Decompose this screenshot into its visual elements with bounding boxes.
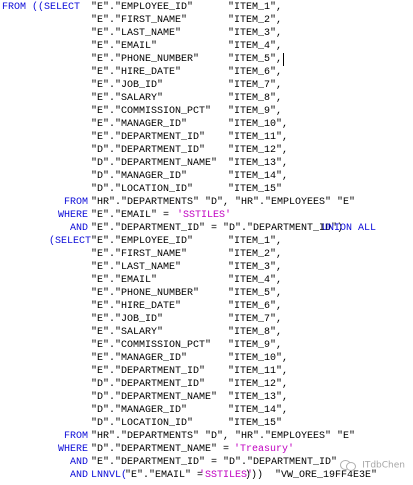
sql-text: "ITEM_1", (228, 2, 283, 13)
sql-text: "E"."MANAGER_ID" (91, 353, 188, 364)
sql-text: "E"."JOB_ID" (91, 80, 164, 91)
sql-text: "ITEM_3", (228, 28, 283, 39)
sql-text: "ITEM_6", (228, 67, 283, 78)
sql-text: "E"."LAST_NAME" (91, 262, 182, 273)
sql-text: "ITEM_12", (228, 379, 289, 390)
sql-text: "ITEM_14", (228, 171, 289, 182)
sql-text: "ITEM_8", (228, 93, 283, 104)
sql-text: "D"."LOCATION_ID" (91, 184, 194, 195)
sql-text: ))) "VW_ORE_19FF4E3E" (245, 470, 378, 481)
watermark: ITdbChen (340, 459, 405, 471)
sql-text: "ITEM_15" (228, 418, 283, 429)
sql-text: "E"."SALARY" (91, 327, 164, 338)
sql-text: "E"."FIRST_NAME" (91, 249, 188, 260)
sql-text: "ITEM_5", (228, 54, 283, 65)
sql-keyword: LNNVL( (91, 470, 128, 481)
sql-text: "ITEM_7", (228, 80, 283, 91)
sql-text: "HR"."DEPARTMENTS" "D", "HR"."EMPLOYEES"… (91, 197, 356, 208)
sql-text: "ITEM_10", (228, 119, 289, 130)
sql-text: "E"."FIRST_NAME" (91, 15, 188, 26)
sql-text: "D"."MANAGER_ID" (91, 405, 188, 416)
sql-text: "E"."EMPLOYEE_ID" (91, 236, 194, 247)
sql-text: "ITEM_12", (228, 145, 289, 156)
sql-text: "D"."DEPARTMENT_ID" (91, 145, 206, 156)
sql-text: "E"."EMAIL" (91, 275, 158, 286)
sql-keyword: FROM ((SELECT (2, 2, 81, 13)
sql-keyword: AND (70, 223, 89, 234)
sql-text: "ITEM_2", (228, 249, 283, 260)
sql-keyword: FROM (64, 431, 89, 442)
sql-text: "E"."DEPARTMENT_ID" = "D"."DEPARTMENT_ID… (91, 457, 338, 468)
sql-text: "ITEM_15" (228, 184, 283, 195)
sql-text: "D"."DEPARTMENT_NAME" (91, 158, 218, 169)
sql-text: "ITEM_5", (228, 288, 283, 299)
sql-text: "E"."DEPARTMENT_ID" = "D"."DEPARTMENT_ID… (91, 223, 344, 234)
sql-text: "E"."COMMISSION_PCT" (91, 340, 212, 351)
sql-text: "ITEM_8", (228, 327, 283, 338)
sql-text: "E"."JOB_ID" (91, 314, 164, 325)
sql-text: "ITEM_13", (228, 392, 289, 403)
sql-text: "E"."PHONE_NUMBER" (91, 54, 200, 65)
sql-text: "E"."DEPARTMENT_ID" (91, 132, 206, 143)
sql-text: "ITEM_4", (228, 275, 283, 286)
sql-keyword: AND (70, 470, 89, 481)
sql-text: "E"."EMAIL" (91, 41, 158, 52)
sql-string-literal: 'Treasury' (234, 444, 295, 455)
sql-text: "ITEM_7", (228, 314, 283, 325)
sql-text: "E"."PHONE_NUMBER" (91, 288, 200, 299)
sql-text: "D"."DEPARTMENT_NAME" = (91, 444, 236, 455)
sql-text: "D"."LOCATION_ID" (91, 418, 194, 429)
sql-text: "ITEM_2", (228, 15, 283, 26)
sql-text: "ITEM_1", (228, 236, 283, 247)
sql-text: "D"."MANAGER_ID" (91, 171, 188, 182)
sql-text: "E"."COMMISSION_PCT" (91, 106, 212, 117)
sql-keyword: WHERE (58, 444, 89, 455)
sql-text: "ITEM_11", (228, 366, 289, 377)
sql-text: "E"."HIRE_DATE" (91, 67, 182, 78)
sql-text: "ITEM_3", (228, 262, 283, 273)
wechat-icon (340, 459, 357, 471)
sql-keyword: FROM (64, 197, 89, 208)
sql-keyword: UNION ALL (322, 223, 377, 234)
sql-string-literal: 'SSTILES' (177, 210, 232, 221)
sql-keyword: WHERE (58, 210, 89, 221)
sql-text: "E"."SALARY" (91, 93, 164, 104)
sql-text: "E"."MANAGER_ID" (91, 119, 188, 130)
sql-text: "E"."HIRE_DATE" (91, 301, 182, 312)
sql-text: "ITEM_14", (228, 405, 289, 416)
sql-text: "E"."EMAIL" = (91, 210, 176, 221)
sql-text: "HR"."DEPARTMENTS" "D", "HR"."EMPLOYEES"… (91, 431, 356, 442)
sql-text: "D"."DEPARTMENT_ID" (91, 379, 206, 390)
watermark-text: ITdbChen (362, 460, 405, 471)
sql-text: "E"."EMPLOYEE_ID" (91, 2, 194, 13)
sql-text: "ITEM_4", (228, 41, 283, 52)
sql-string-literal: 'SSTILES' (199, 470, 254, 481)
sql-text: "ITEM_9", (228, 106, 283, 117)
sql-text: "ITEM_11", (228, 132, 289, 143)
sql-text: "E"."LAST_NAME" (91, 28, 182, 39)
sql-text: "D"."DEPARTMENT_NAME" (91, 392, 218, 403)
sql-keyword: (SELECT (49, 236, 92, 247)
sql-keyword: AND (70, 457, 89, 468)
text-cursor (283, 53, 284, 66)
sql-text: "E"."EMAIL" = (125, 470, 210, 481)
sql-text: "ITEM_10", (228, 353, 289, 364)
sql-text: "ITEM_13", (228, 158, 289, 169)
sql-text: "E"."DEPARTMENT_ID" (91, 366, 206, 377)
sql-text: "ITEM_9", (228, 340, 283, 351)
sql-text: "ITEM_6", (228, 301, 283, 312)
